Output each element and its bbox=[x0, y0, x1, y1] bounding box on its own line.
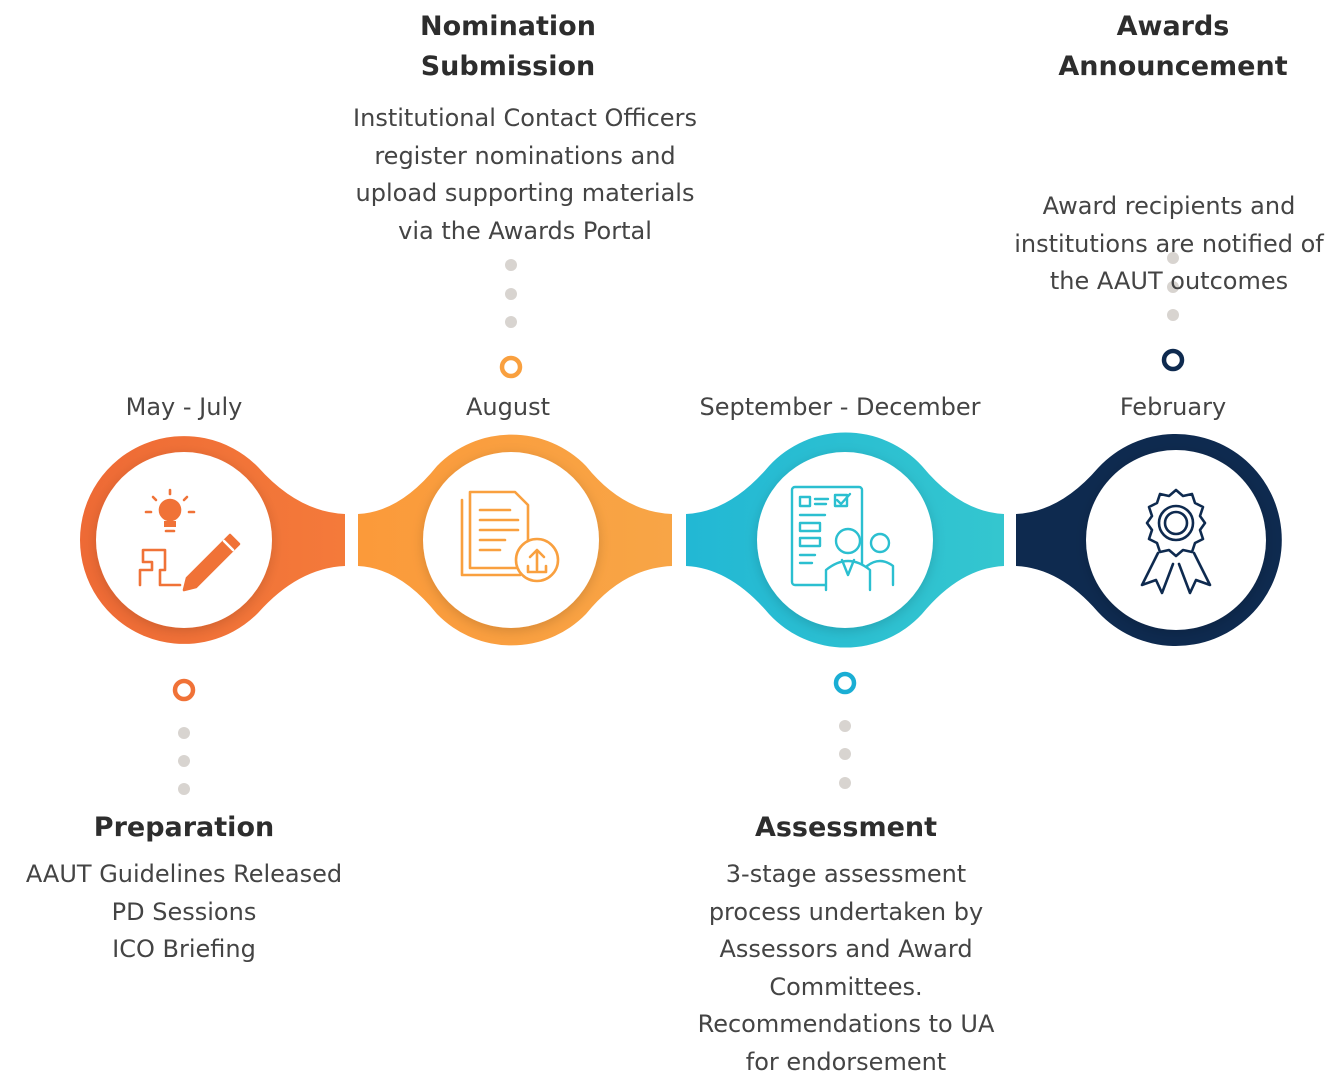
connector-nomination bbox=[499, 259, 523, 379]
stage-description-nomination: Institutional Contact Officers register … bbox=[353, 104, 697, 245]
stage-title-assessment: Assessment bbox=[754, 812, 938, 843]
lightbulb-pencil-icon bbox=[138, 488, 241, 592]
stage-preparation-node bbox=[80, 436, 345, 644]
stage-date-preparation: May - July bbox=[125, 393, 243, 421]
stage-date-awards: February bbox=[1119, 393, 1227, 421]
stage-date-nomination: August bbox=[466, 393, 550, 421]
connector-assessment bbox=[833, 671, 857, 789]
award-ribbon-icon bbox=[1140, 488, 1212, 595]
document-upload-icon bbox=[460, 490, 560, 583]
stage-title-preparation: Preparation bbox=[93, 812, 275, 843]
stage-date-assessment: September - December bbox=[699, 393, 981, 421]
assessors-checklist-icon bbox=[790, 485, 895, 592]
stage-description-awards-text: Award recipients and institutions are no… bbox=[1014, 192, 1324, 295]
stage-title-awards: Awards Announcement bbox=[1058, 11, 1288, 82]
stage-title-nomination: Nomination Submission bbox=[420, 11, 596, 82]
connector-preparation bbox=[172, 678, 196, 795]
stage-description-preparation: AAUT Guidelines Released PD Sessions ICO… bbox=[25, 860, 343, 963]
stage-description-assessment: 3-stage assessment process undertaken by… bbox=[697, 860, 995, 1076]
stage-description-awards: Award recipients and institutions are no… bbox=[993, 113, 1333, 338]
connector-awards bbox=[1161, 252, 1185, 372]
